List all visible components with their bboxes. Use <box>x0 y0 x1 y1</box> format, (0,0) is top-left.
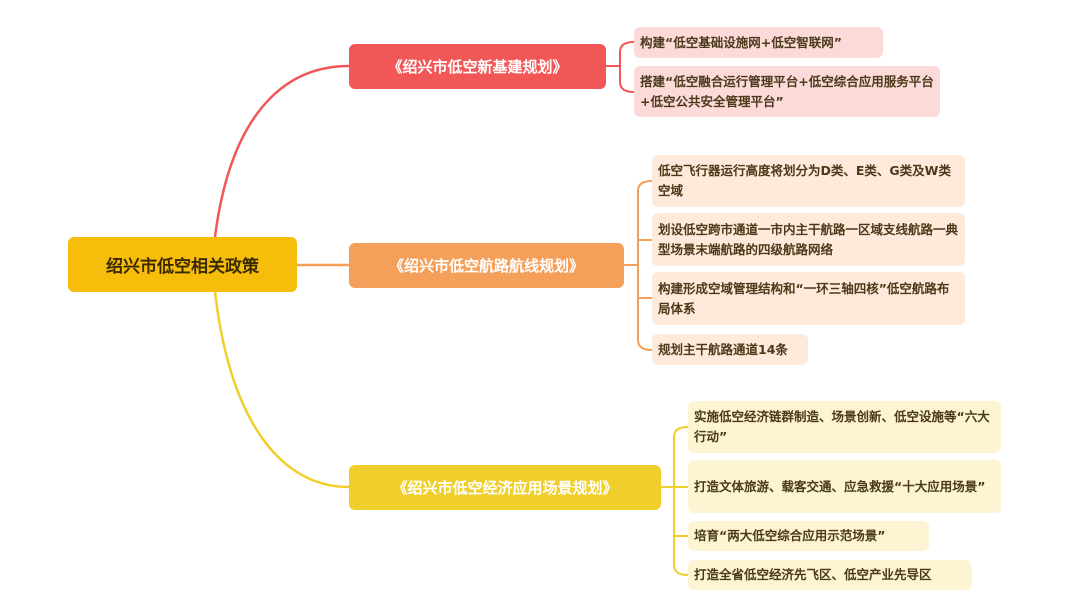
leaf-item[interactable]: 低空飞行器运行高度将划分为D类、E类、G类及W类空域 <box>652 155 965 207</box>
leaf-item[interactable]: 构建“低空基础设施网+低空智联网” <box>634 27 883 58</box>
branch-new-infrastructure[interactable]: 《绍兴市低空新基建规划》 <box>349 44 606 89</box>
root-node[interactable]: 绍兴市低空相关政策 <box>68 237 297 292</box>
leaf-item[interactable]: 打造文体旅游、载客交通、应急救援“十大应用场景” <box>688 460 1001 513</box>
leaf-item[interactable]: 打造全省低空经济先飞区、低空产业先导区 <box>688 560 972 590</box>
leaf-item[interactable]: 规划主干航路通道14条 <box>652 334 808 365</box>
leaf-item[interactable]: 培育“两大低空综合应用示范场景” <box>688 521 929 551</box>
branch-application-scenario[interactable]: 《绍兴市低空经济应用场景规划》 <box>349 465 661 510</box>
leaf-item[interactable]: 划设低空跨市通道一市内主干航路一区域支线航路一典型场景末端航路的四级航路网络 <box>652 213 965 266</box>
branch-air-route[interactable]: 《绍兴市低空航路航线规划》 <box>349 243 624 288</box>
leaf-item[interactable]: 搭建“低空融合运行管理平台+低空综合应用服务平台+低空公共安全管理平台” <box>634 66 940 117</box>
leaf-item[interactable]: 实施低空经济链群制造、场景创新、低空设施等“六大行动” <box>688 401 1001 453</box>
leaf-item[interactable]: 构建形成空域管理结构和“一环三轴四核”低空航路布局体系 <box>652 272 965 325</box>
